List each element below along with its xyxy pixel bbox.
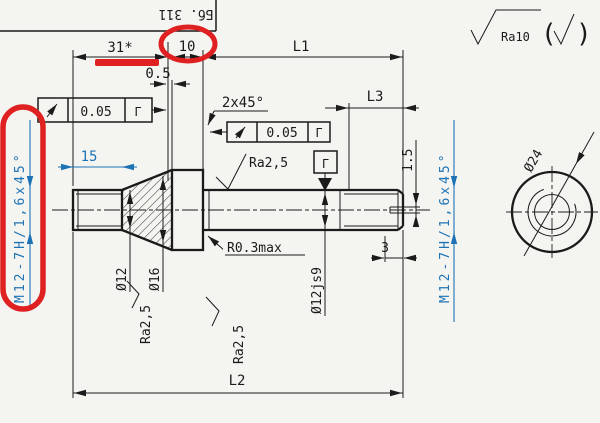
finish-general-label: Ra10	[501, 30, 530, 44]
dim-L3-label: L3	[367, 89, 384, 105]
dim-05-label: 0.5	[145, 66, 170, 82]
dim-L2-label: L2	[229, 373, 246, 389]
roughness-left-label: Ra2,5	[139, 305, 154, 344]
datum-flag: Г	[313, 150, 338, 191]
paren-open: (	[541, 19, 557, 49]
dim-15: 15	[58, 149, 137, 171]
tolerance-frame-1: 0.05 Г	[37, 97, 166, 123]
dia12-label: Ø12	[115, 268, 130, 291]
red-oval-mark	[0, 104, 46, 312]
check-icon	[553, 13, 575, 46]
dim-10-label: 10	[179, 39, 196, 55]
dim-L3: L3	[325, 89, 419, 112]
dia16-label: Ø16	[148, 268, 163, 291]
dim-05: 0.5	[145, 66, 190, 88]
thread-right-label: M12-7H/1,6x45°	[438, 151, 453, 303]
roughness-bottom-label: Ra2,5	[232, 325, 247, 364]
dim-L1-label: L1	[293, 39, 310, 55]
dia12-callout: Ø12	[115, 190, 134, 292]
dim-chamfer-label: 2x45°	[222, 95, 264, 111]
paren-close: )	[576, 19, 592, 49]
tolerance1-datum: Г	[134, 105, 141, 119]
thread-callout-left: M12-7H/1,6x45°	[13, 120, 34, 306]
red-circle-mark	[158, 24, 218, 64]
tolerance2-value: 0.05	[266, 126, 297, 141]
roughness-check-icon	[215, 153, 247, 190]
roughness-check-icon	[126, 280, 140, 309]
dim-3: 3	[371, 241, 417, 262]
dia12js9-callout: Ø12js9	[310, 191, 329, 316]
top-dimension-row: 31* 10 L1	[73, 39, 403, 61]
dim-15-label: 15	[81, 149, 98, 165]
dia12js9-label: Ø12js9	[310, 267, 325, 314]
roughness-main: Ra2,5	[215, 153, 288, 190]
thread-callout-right: M12-7H/1,6x45°	[438, 120, 458, 322]
tolerance1-value: 0.05	[80, 105, 111, 120]
runout-symbol-icon	[46, 103, 58, 118]
datum-triangle-icon	[318, 178, 332, 191]
end-view: Ø24	[506, 131, 598, 258]
title-block-code: Бб. 311	[159, 6, 214, 21]
shaft-view	[52, 168, 430, 252]
fillet-label: R0.3max	[227, 241, 282, 256]
dia24-label: Ø24	[521, 147, 546, 175]
surface-finish-note: Ra10 ( )	[470, 9, 592, 49]
dim-15r-label: 1.5	[401, 149, 416, 172]
tolerance2-datum: Г	[315, 126, 322, 140]
title-block: Бб. 311	[0, 0, 217, 32]
roughness-check-icon	[205, 296, 220, 327]
dim-3-label: 3	[381, 241, 389, 256]
datum-flag-label: Г	[322, 157, 329, 171]
runout-symbol-icon	[234, 126, 246, 139]
red-underline-mark	[95, 59, 159, 66]
dim-31-label: 31*	[107, 40, 132, 56]
red-annotations	[0, 24, 218, 312]
thread-left-label: M12-7H/1,6x45°	[13, 151, 28, 303]
tolerance-frame-2: 0.05 Г	[210, 121, 331, 143]
dim-15r: 1.5	[401, 140, 420, 227]
dim-L2: L2	[73, 373, 403, 397]
cone-section-hatch	[123, 171, 171, 249]
dia16-callout: Ø16	[148, 176, 167, 292]
roughness-main-label: Ra2,5	[249, 156, 288, 171]
roughness-bottom-rotated: Ra2,5	[205, 296, 247, 364]
dim-chamfer: 2x45°	[207, 95, 268, 126]
fillet-note: R0.3max	[207, 235, 305, 256]
roughness-left-rotated: Ra2,5	[126, 280, 154, 344]
